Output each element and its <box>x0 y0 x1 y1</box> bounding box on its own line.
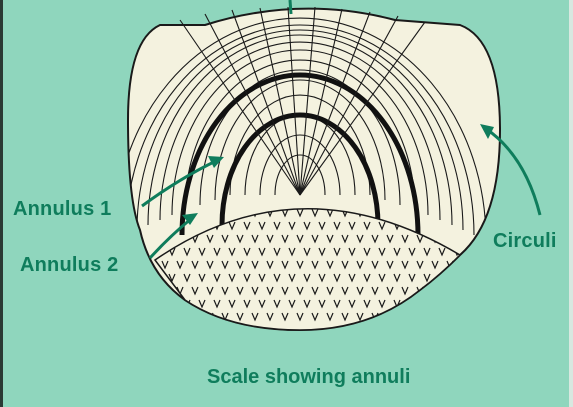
texture-mark <box>439 300 445 307</box>
texture-mark <box>462 313 468 320</box>
top-pointer-line <box>290 0 291 14</box>
texture-mark <box>402 313 408 320</box>
texture-mark <box>454 300 460 307</box>
texture-mark <box>409 300 415 307</box>
texture-mark <box>462 287 468 294</box>
texture-mark <box>154 300 160 307</box>
texture-mark <box>147 287 153 294</box>
texture-mark <box>447 287 453 294</box>
texture-mark <box>447 313 453 320</box>
texture-mark <box>454 274 460 281</box>
circuli-label: Circuli <box>493 230 557 253</box>
texture-mark <box>147 313 153 320</box>
annulus-1-label: Annulus 1 <box>13 198 111 221</box>
texture-mark <box>192 313 198 320</box>
texture-mark <box>424 300 430 307</box>
texture-mark <box>387 313 393 320</box>
texture-mark <box>432 313 438 320</box>
texture-mark <box>162 313 168 320</box>
texture-mark <box>462 261 468 268</box>
annulus-2-label: Annulus 2 <box>20 254 118 277</box>
texture-mark <box>177 313 183 320</box>
texture-mark <box>417 313 423 320</box>
texture-mark <box>432 287 438 294</box>
texture-mark <box>162 287 168 294</box>
caption: Scale showing annuli <box>207 366 410 389</box>
texture-mark <box>169 300 175 307</box>
